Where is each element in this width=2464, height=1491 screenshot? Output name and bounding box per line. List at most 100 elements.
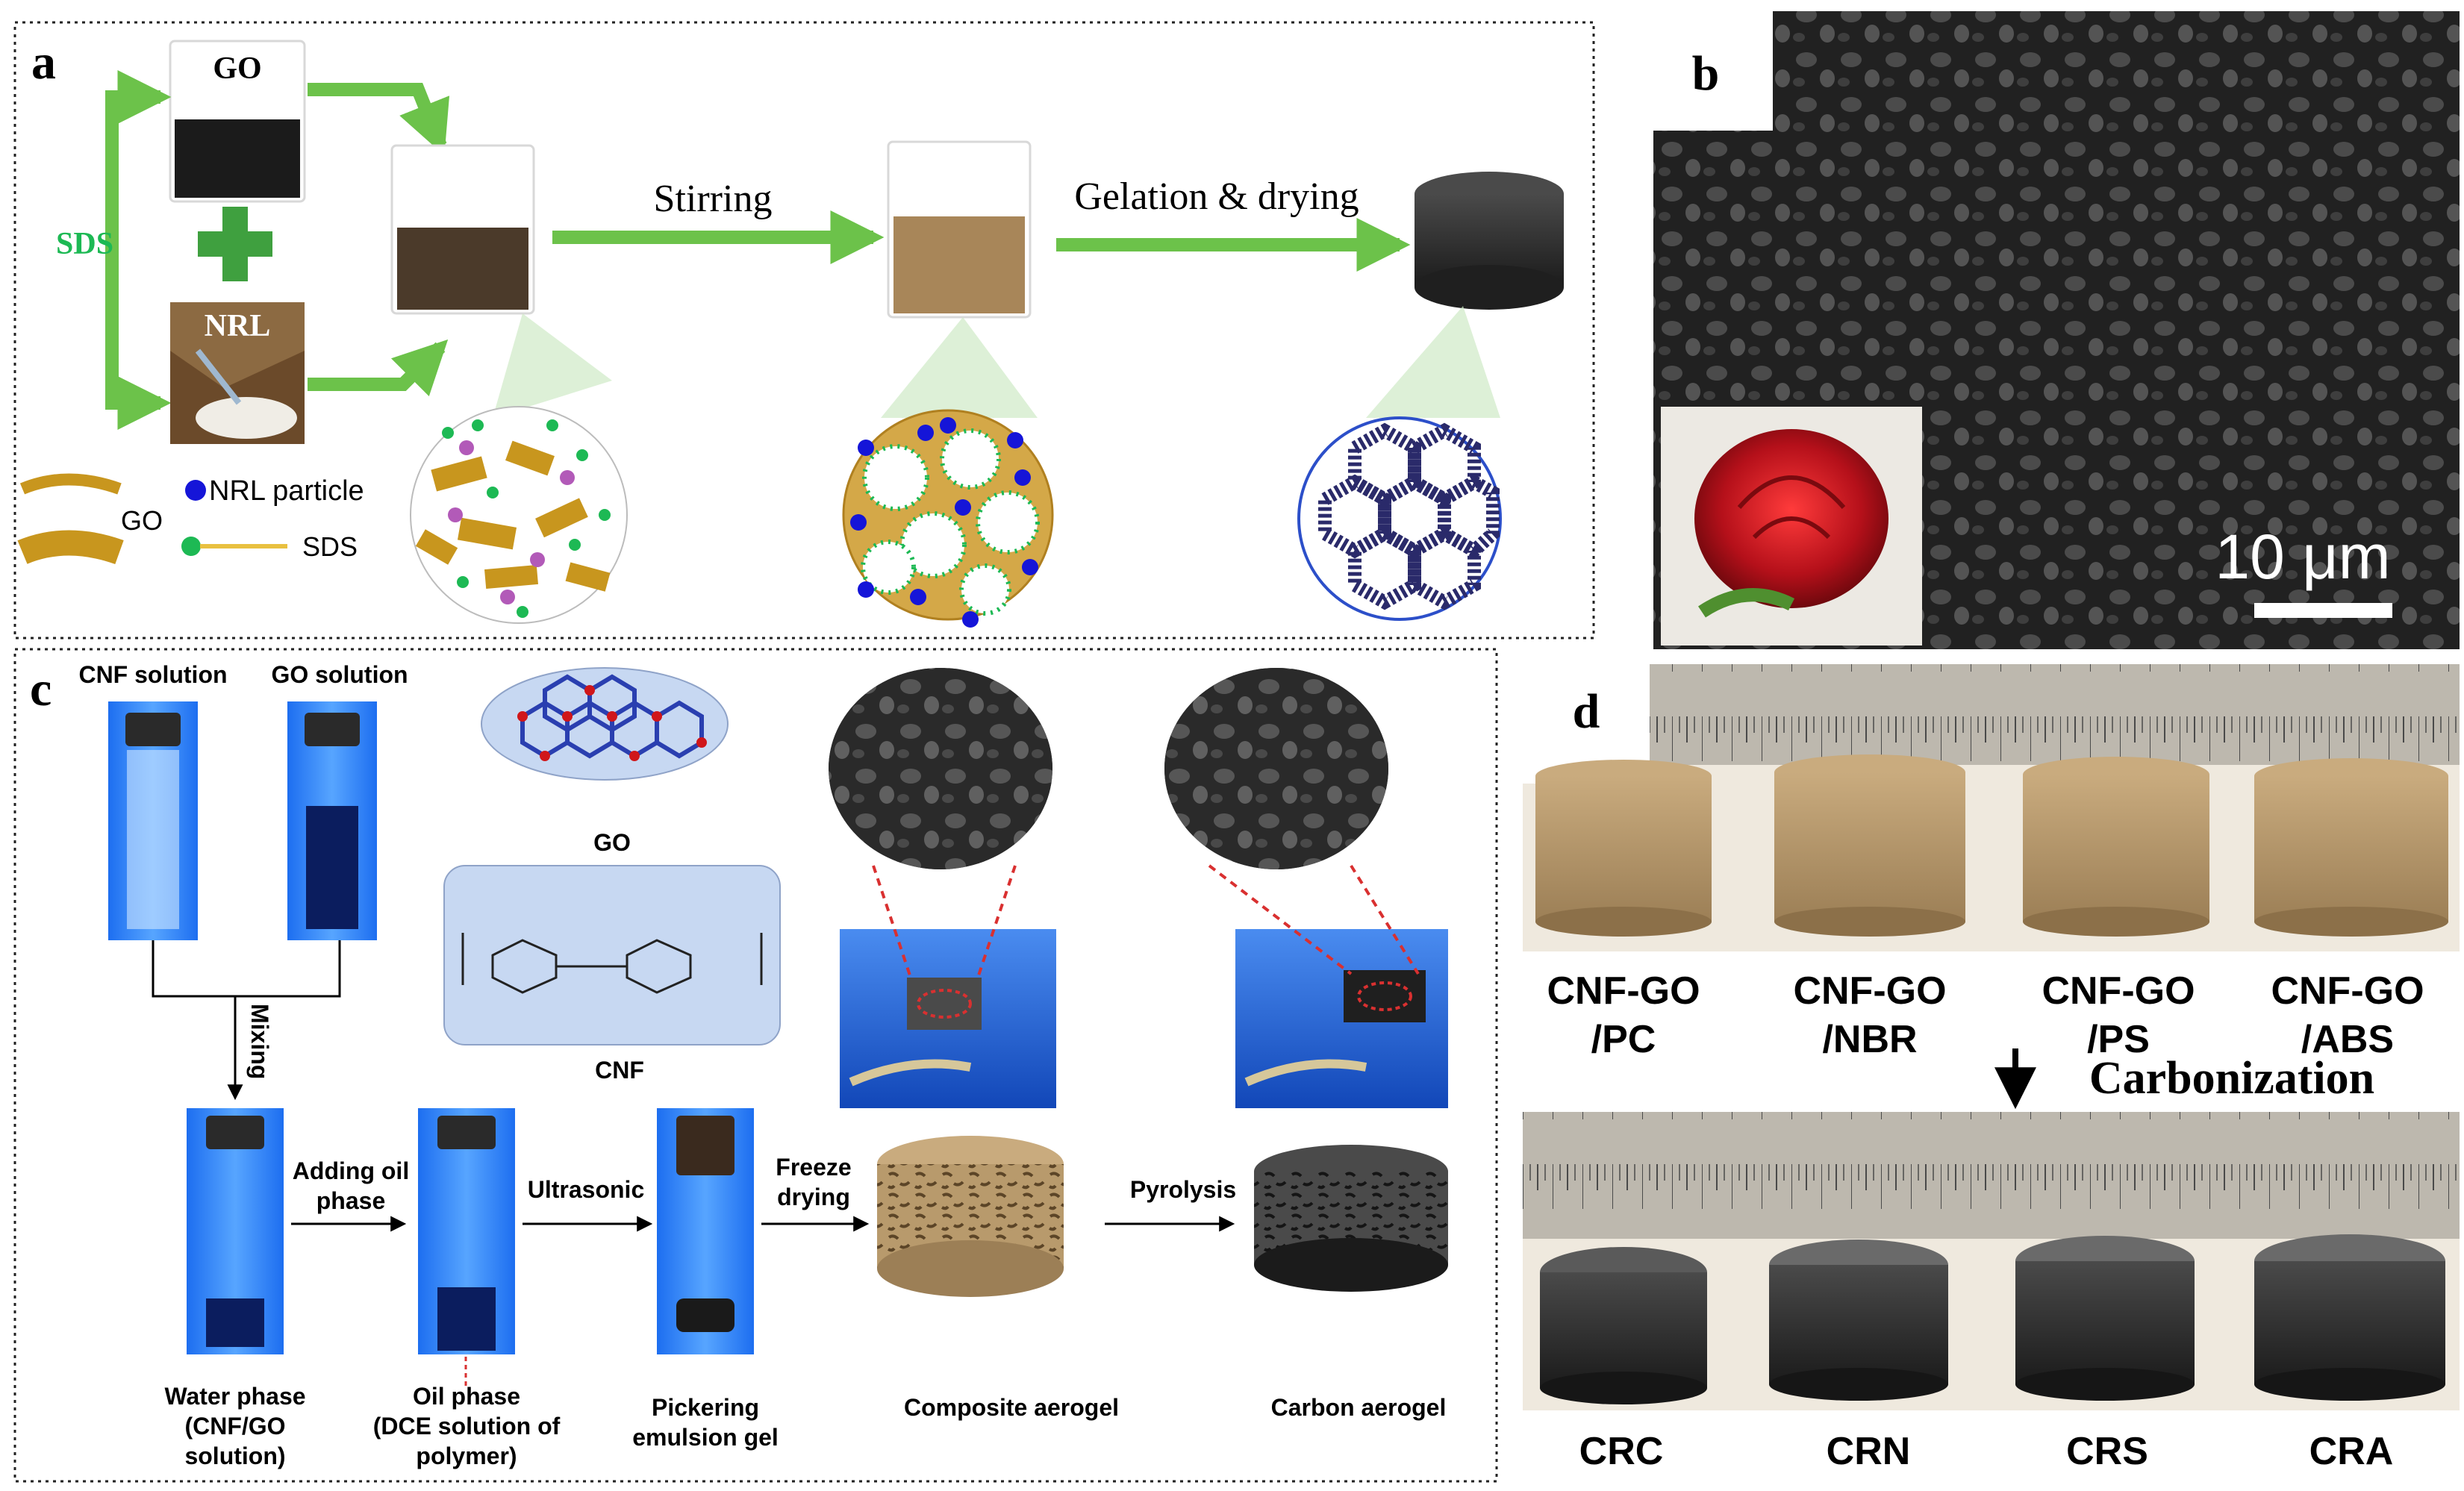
panel-b-letter: b — [1692, 46, 1720, 101]
legend-go-label: GO — [121, 505, 163, 536]
go-to-mix-arrow — [308, 83, 450, 156]
panel-a-legend: GO NRL particle SDS — [17, 473, 364, 565]
legend-go-sheet-small — [19, 473, 122, 495]
zoom-cone-3 — [1366, 306, 1500, 418]
panel-c: c CNF solution GO solution Mixing — [13, 648, 1498, 1483]
carbon-aerogel-render — [1254, 1145, 1448, 1292]
carbon-sem-circle — [1164, 668, 1388, 869]
scale-bar-label: 10 μm — [2215, 522, 2390, 592]
go-beaker-label: GO — [213, 51, 261, 86]
green-plus-icon — [198, 207, 272, 281]
sds-arrow-down — [105, 269, 172, 430]
nrl-to-mix-arrow — [308, 339, 449, 397]
panel-c-border — [13, 648, 1498, 1483]
go-beaker: GO — [169, 40, 306, 203]
composite-sem-circle — [829, 668, 1052, 869]
top-sample-1-line2: /PC — [1591, 1018, 1656, 1061]
legend-sds-head — [181, 537, 201, 556]
top-sample-4-line2: /ABS — [2301, 1018, 2394, 1061]
sds-label: SDS — [56, 227, 113, 261]
mixed-beaker — [390, 144, 535, 315]
sample-cra — [2254, 1234, 2445, 1401]
zoom-line-2a — [1208, 864, 1353, 975]
panel-d: d CNF-GO /PC CNF-GO /NBR CNF-GO / — [1523, 664, 2460, 1473]
pyrolysis-label: Pyrolysis — [1130, 1176, 1236, 1203]
bottom-sample-1: CRC — [1579, 1430, 1664, 1473]
oil-phase-vial — [418, 1108, 515, 1354]
dried-aerogel — [1415, 172, 1564, 310]
ultrasonic-label: Ultrasonic — [528, 1176, 644, 1203]
top-sample-labels: CNF-GO /PC CNF-GO /NBR CNF-GO /PS CNF-GO… — [1547, 969, 2424, 1061]
sample-cnf-go-nbr — [1774, 754, 1965, 937]
go-sds-dispersion-circle — [410, 406, 628, 624]
sample-crc — [1540, 1247, 1707, 1404]
adding-oil-label-1: Adding oil — [293, 1157, 409, 1184]
panel-d-bottom-ruler — [1523, 1112, 2460, 1239]
legend-nrl-particle-label: NRL particle — [209, 475, 364, 507]
rose-inset-photo — [1661, 407, 1922, 646]
panel-d-letter: d — [1573, 684, 1600, 739]
top-sample-3-line2: /PS — [2087, 1018, 2150, 1061]
top-sample-1-line1: CNF-GO — [1547, 969, 1700, 1013]
svg-text:Water phase: Water phase — [164, 1383, 305, 1410]
pickering-caption: Pickering emulsion gel — [632, 1394, 779, 1451]
sample-crs — [2015, 1236, 2195, 1401]
legend-go-sheet-large — [17, 530, 124, 565]
bottom-sample-2: CRN — [1827, 1430, 1911, 1473]
bottom-sample-labels: CRC CRN CRS CRA — [1579, 1430, 2394, 1473]
cnf-solution-vial — [108, 701, 198, 940]
go-structure-label: GO — [593, 829, 631, 856]
zoom-line-1b — [976, 865, 1017, 978]
sample-cnf-go-abs — [2254, 758, 2448, 937]
stirred-beaker — [887, 140, 1032, 319]
sample-cnf-go-ps — [2023, 757, 2209, 937]
cnf-structure-diagram — [443, 865, 781, 1045]
panel-a-letter: a — [31, 35, 56, 90]
carbon-aerogel-caption: Carbon aerogel — [1271, 1394, 1447, 1421]
pickering-emulsion-vial — [657, 1108, 754, 1354]
honeycomb-structure-circle — [1297, 416, 1502, 621]
composite-aerogel-render — [877, 1136, 1064, 1297]
stirring-label: Stirring — [654, 178, 773, 220]
water-phase-vial — [187, 1108, 284, 1354]
zoom-cone-2 — [881, 317, 1038, 418]
cnf-structure-label: CNF — [595, 1057, 644, 1084]
svg-text:Pickering: Pickering — [652, 1394, 759, 1421]
top-sample-4-line1: CNF-GO — [2271, 969, 2424, 1013]
legend-nrl-particle-dot — [185, 480, 206, 501]
sds-arrow-up — [105, 70, 172, 373]
gelation-label: Gelation & drying — [1074, 175, 1359, 218]
carbonization-label: Carbonization — [2089, 1053, 2374, 1104]
composite-aerogel-on-grass-photo — [840, 929, 1056, 1108]
top-sample-2-line1: CNF-GO — [1793, 969, 1946, 1013]
svg-text:(DCE solution of: (DCE solution of — [373, 1413, 561, 1440]
panel-a: a GO SDS NRL — [13, 21, 1595, 640]
bottom-sample-4: CRA — [2309, 1430, 2394, 1473]
panel-b: b 10 μm — [1653, 11, 2460, 649]
zoom-cone-1 — [493, 313, 612, 418]
emulsion-structure-circle — [842, 409, 1054, 628]
legend-sds-label: SDS — [302, 531, 358, 562]
top-sample-3-line1: CNF-GO — [2042, 969, 2195, 1013]
water-phase-caption: Water phase (CNF/GO solution) — [164, 1383, 305, 1469]
carbon-aerogel-on-grass-photo — [1235, 929, 1448, 1108]
freeze-label-2: drying — [777, 1184, 850, 1210]
nrl-photo-label: NRL — [205, 309, 271, 343]
zoom-line-1a — [872, 865, 912, 978]
nrl-photo: NRL — [170, 302, 305, 444]
panel-c-letter: c — [30, 662, 52, 716]
oil-phase-caption: Oil phase (DCE solution of polymer) — [373, 1383, 561, 1469]
go-structure-diagram — [481, 667, 729, 781]
svg-text:polymer): polymer) — [416, 1442, 517, 1469]
panel-b-letter-bg — [1653, 11, 1773, 131]
scale-bar — [2254, 603, 2392, 618]
go-solution-label: GO solution — [271, 661, 408, 688]
sample-crn — [1769, 1240, 1948, 1401]
go-solution-vial — [287, 701, 377, 940]
svg-text:solution): solution) — [184, 1442, 285, 1469]
top-sample-2-line2: /NBR — [1822, 1018, 1917, 1061]
mixing-label: Mixing — [246, 1004, 273, 1079]
mixing-connector — [152, 940, 341, 998]
freeze-label-1: Freeze — [776, 1154, 851, 1181]
composite-aerogel-caption: Composite aerogel — [904, 1394, 1119, 1421]
